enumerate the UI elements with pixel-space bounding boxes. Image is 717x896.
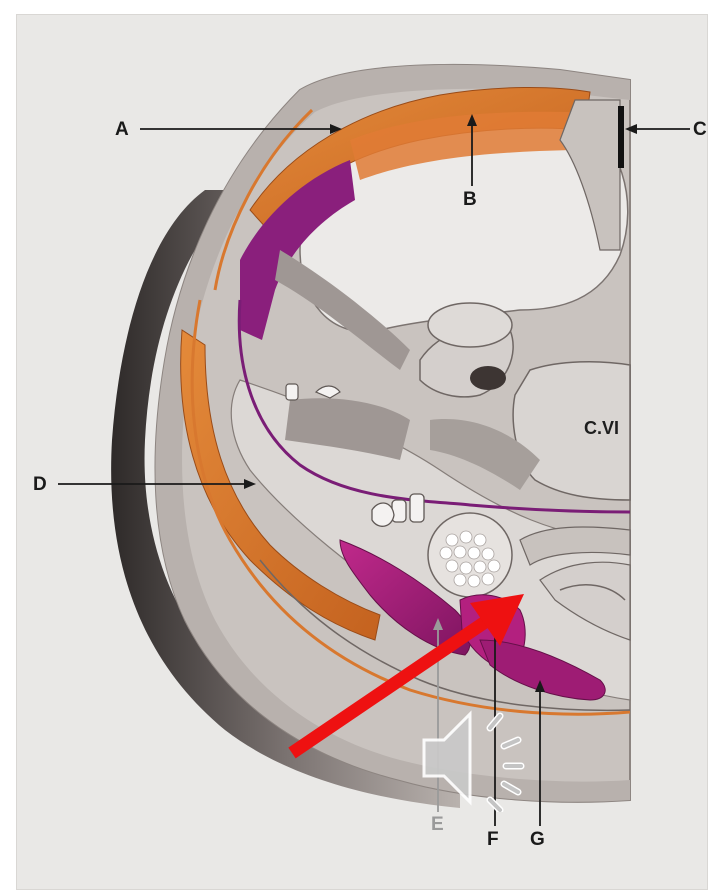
label-C: C <box>693 120 707 139</box>
label-G: G <box>530 830 545 849</box>
label-C-marker <box>618 106 624 168</box>
label-A: A <box>115 120 129 139</box>
label-E: E <box>431 815 444 834</box>
label-F: F <box>487 830 499 849</box>
vertebral-foramen <box>470 366 506 390</box>
spinous-process <box>428 303 512 347</box>
speaker-icon[interactable] <box>418 702 544 812</box>
vertebra-label: C.VI <box>584 418 619 439</box>
label-D: D <box>33 475 47 494</box>
label-B: B <box>463 190 477 209</box>
